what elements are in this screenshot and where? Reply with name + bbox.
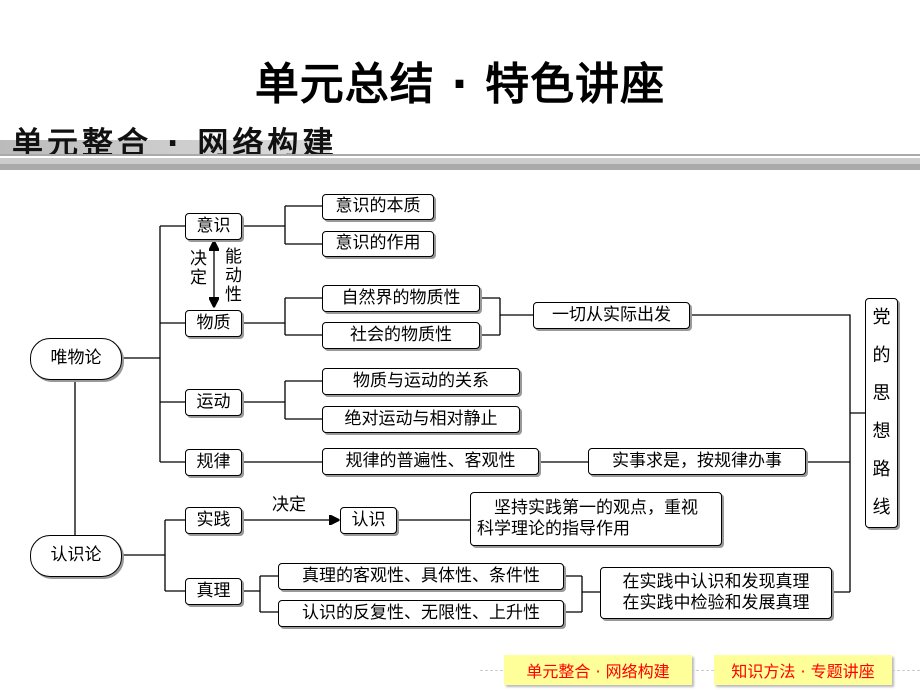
node-truth-objective: 真理的客观性、具体性、条件性 [278, 563, 564, 590]
node-epistemology: 认识论 [30, 535, 122, 577]
node-cognition: 认识 [340, 507, 397, 534]
node-truth: 真理 [185, 578, 242, 605]
node-from-reality: 一切从实际出发 [533, 302, 690, 329]
nav-divider [480, 670, 920, 671]
node-c-nature: 意识的本质 [322, 194, 434, 220]
node-discover: 在实践中认识和发现真理 在实践中检验和发展真理 [600, 567, 832, 619]
page-title: 单元总结 · 特色讲座 [254, 59, 666, 110]
discover-line2: 在实践中检验和发展真理 [622, 593, 810, 613]
practice-first-line2: 科学理论的指导作用 [477, 519, 630, 539]
node-practice: 实践 [185, 507, 242, 534]
label-decides: 决定 [190, 249, 207, 288]
nav-methods-button[interactable]: 知识方法 · 专题讲座 [714, 655, 892, 685]
divider [0, 154, 920, 164]
node-matter: 物质 [185, 310, 242, 337]
node-law: 规律 [185, 449, 242, 476]
node-practice-first: 坚持实践第一的观点，重视 科学理论的指导作用 [470, 492, 722, 546]
node-consciousness: 意识 [185, 213, 242, 240]
node-party-line: 党的思想路线 [865, 298, 898, 528]
practice-first-line1: 坚持实践第一的观点，重视 [494, 497, 698, 518]
node-materialism: 唯物论 [30, 338, 122, 380]
node-nature-material: 自然界的物质性 [322, 285, 480, 312]
label-active: 能动性 [225, 247, 242, 305]
discover-line1: 在实践中认识和发现真理 [622, 571, 810, 592]
node-law-universal: 规律的普遍性、客观性 [322, 448, 539, 475]
node-motion: 运动 [185, 389, 242, 416]
divider-bar [0, 164, 920, 170]
nav-integration-button[interactable]: 单元整合 · 网络构建 [504, 655, 692, 685]
node-seek-truth: 实事求是，按规律办事 [588, 448, 806, 475]
node-c-role: 意识的作用 [322, 231, 434, 257]
node-matter-motion: 物质与运动的关系 [322, 368, 520, 395]
node-absolute-motion: 绝对运动与相对静止 [322, 406, 520, 433]
node-cog-repeat: 认识的反复性、无限性、上升性 [278, 600, 564, 627]
node-society-material: 社会的物质性 [322, 322, 480, 349]
label-decides-practice: 决定 [272, 495, 306, 515]
header-shade [0, 140, 330, 156]
